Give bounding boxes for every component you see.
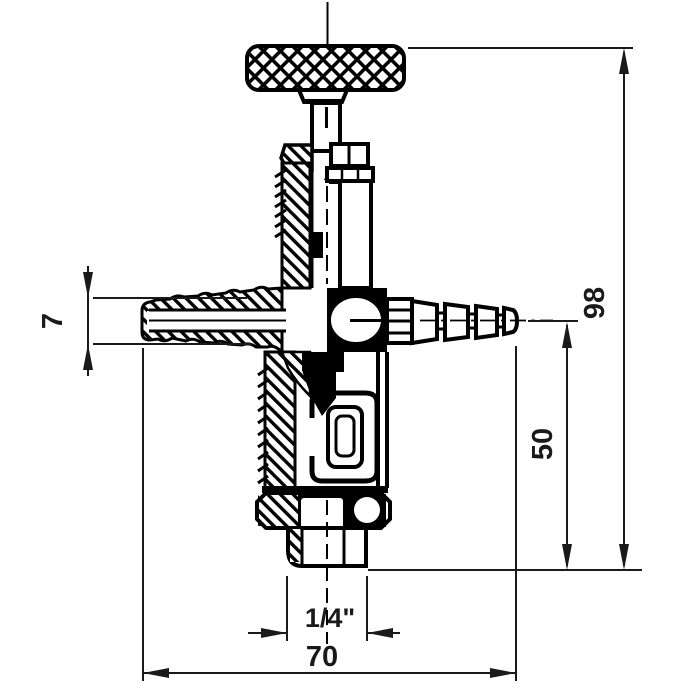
- bonnet-left-wall: [280, 161, 312, 290]
- arrowhead-up: [562, 322, 572, 348]
- body-threads: [257, 366, 269, 485]
- dimension-barb-od: [83, 266, 252, 376]
- arrowhead-down: [619, 544, 629, 570]
- bonnet-threads: [274, 168, 287, 239]
- arrowhead-down: [83, 272, 93, 298]
- dimension-thread-size: [248, 576, 400, 641]
- knurled-knob: [245, 44, 406, 92]
- dimension-quarter-inch-label: 1/4": [305, 603, 355, 633]
- dimension-spout-height: [528, 320, 578, 570]
- dimension-overall-width: [142, 346, 517, 681]
- dimension-overall-height: [408, 47, 633, 570]
- arrowhead-left: [367, 628, 393, 638]
- arrowhead-left: [143, 668, 169, 678]
- dimension-7-label: 7: [37, 313, 69, 329]
- dimension-70-label: 70: [306, 641, 338, 673]
- arrowhead-down: [562, 544, 572, 570]
- arrowhead-up: [619, 48, 629, 74]
- bonnet-right-wall: [338, 179, 373, 290]
- dimension-labels-group: 98 50 7 70 1/4": [37, 287, 611, 673]
- valve-body-group: [140, 2, 553, 644]
- arrowhead-right: [490, 668, 516, 678]
- arrowhead-up: [83, 344, 93, 370]
- dimension-50-label: 50: [527, 428, 559, 460]
- dimension-98-label: 98: [579, 287, 611, 319]
- arrowhead-right: [261, 628, 287, 638]
- dimension-lines-group: [83, 47, 642, 681]
- valve-needle: [302, 352, 344, 416]
- hex-nut: [255, 491, 392, 530]
